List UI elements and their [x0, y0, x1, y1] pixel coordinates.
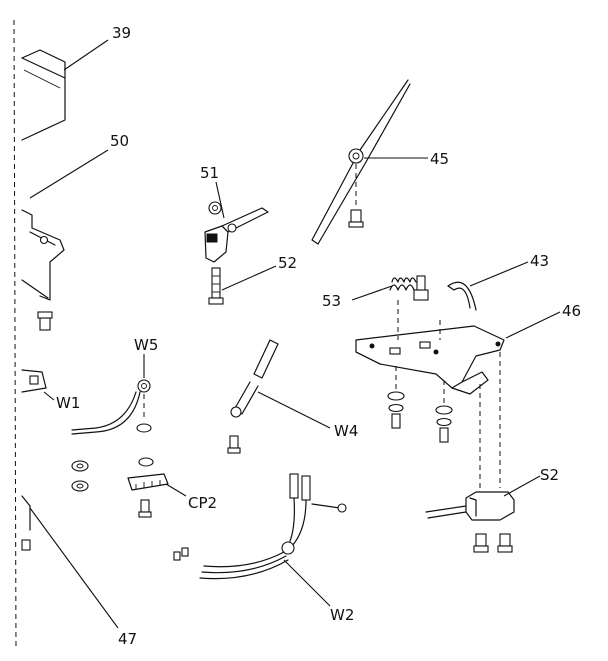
callout-52: 52 [278, 254, 297, 272]
part-CP2-terminal-strip [127, 457, 169, 518]
callout-CP2: CP2 [188, 494, 217, 512]
leader-51 [215, 181, 225, 219]
callout-50: 50 [110, 132, 129, 150]
part-W5-wire [71, 379, 152, 435]
leader-53 [351, 285, 393, 301]
callout-W5: W5 [134, 336, 158, 354]
leader-W4 [257, 391, 331, 429]
leader-46 [505, 311, 561, 339]
part-47-base-bracket [21, 495, 31, 551]
callout-47: 47 [118, 630, 137, 648]
part-51-hinge-bracket [204, 201, 269, 263]
part-50-bracket [21, 209, 65, 331]
leader-W2 [283, 559, 331, 607]
left-edge-guide [13, 19, 17, 651]
callout-53: 53 [322, 292, 341, 310]
callout-51: 51 [200, 164, 219, 182]
leader-S2 [503, 475, 541, 497]
leader-CP2 [165, 483, 187, 497]
part-W4-rod [227, 339, 279, 454]
callout-W1: W1 [56, 394, 80, 412]
part-45-lever-arm [311, 79, 411, 245]
leader-39 [63, 39, 109, 71]
part-W2-cable-harness [173, 473, 347, 580]
washers-pair [71, 460, 89, 492]
part-39-cabinet-block [21, 49, 66, 141]
callout-W4: W4 [334, 422, 358, 440]
part-S2-switch [425, 491, 515, 553]
callout-39: 39 [112, 24, 131, 42]
callout-43: 43 [530, 252, 549, 270]
part-43-curved-clip [447, 281, 477, 311]
leader-47 [29, 507, 119, 629]
plate-screws [387, 391, 453, 443]
leader-W1 [43, 391, 55, 401]
part-52-screw [208, 267, 224, 305]
callout-45: 45 [430, 150, 449, 168]
leader-50 [29, 149, 109, 199]
callout-S2: S2 [540, 466, 559, 484]
part-46-mounting-plate [355, 300, 505, 488]
leader-52 [221, 265, 277, 291]
callout-46: 46 [562, 302, 581, 320]
part-53-spring [389, 275, 429, 301]
callout-W2: W2 [330, 606, 354, 624]
leader-43 [469, 261, 529, 287]
part-W1-connector [21, 369, 47, 393]
